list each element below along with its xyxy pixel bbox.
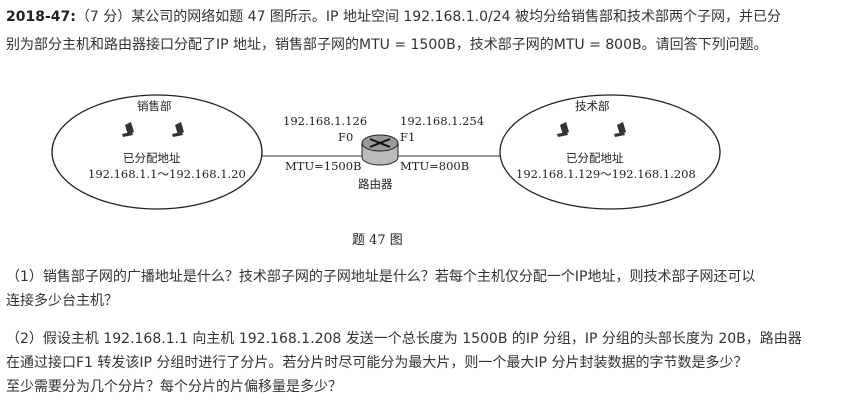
question-intro-line1: 2018-47:（7 分）某公司的网络如题 47 图所示。IP 地址空间 192… xyxy=(6,9,781,25)
question-intro-line2: 别为部分主机和路由器接口分配了IP 地址，销售部子网的MTU = 1500B，技… xyxy=(6,37,768,53)
router-icon xyxy=(361,134,399,166)
q1-line1: （1）销售部子网的广播地址是什么？技术部子网的子网地址是什么？若每个主机仅分配一… xyxy=(6,269,756,285)
sales-assigned-label: 已分配地址 xyxy=(123,151,181,165)
figure-caption: 题 47 图 xyxy=(352,233,403,248)
sales-subnet-name: 销售部 xyxy=(137,99,172,113)
mtu-left: MTU=1500B xyxy=(285,159,362,173)
q2-line2: 在通过接口F1 转发该IP 分组时进行了分片。若分片时尽可能分为最大片，则一个最… xyxy=(6,355,748,371)
f0-label: F0 xyxy=(338,130,354,144)
f1-label: F1 xyxy=(400,130,416,144)
tech-assigned-label: 已分配地址 xyxy=(566,151,624,165)
f0-ip: 192.168.1.126 xyxy=(283,114,368,128)
tech-subnet-ellipse xyxy=(499,94,721,210)
f1-ip: 192.168.1.254 xyxy=(400,114,485,128)
mtu-right: MTU=800B xyxy=(400,159,470,173)
sales-subnet-ellipse xyxy=(51,94,263,210)
host-icon xyxy=(122,122,626,137)
tech-subnet-name: 技术部 xyxy=(575,99,610,113)
q2-line3: 至少需要分为几个分片？每个分片的片偏移量是多少？ xyxy=(6,379,342,395)
sales-address-range: 192.168.1.1～192.168.1.20 xyxy=(88,167,246,181)
tech-address-range: 192.168.1.129～192.168.1.208 xyxy=(516,167,696,181)
question-label: 2018-47: xyxy=(6,9,76,25)
router-label: 路由器 xyxy=(358,177,393,191)
q1-line2: 连接多少台主机？ xyxy=(6,293,118,309)
q2-line1: （2）假设主机 192.168.1.1 向主机 192.168.1.208 发送… xyxy=(6,331,802,347)
network-diagram xyxy=(51,94,721,210)
